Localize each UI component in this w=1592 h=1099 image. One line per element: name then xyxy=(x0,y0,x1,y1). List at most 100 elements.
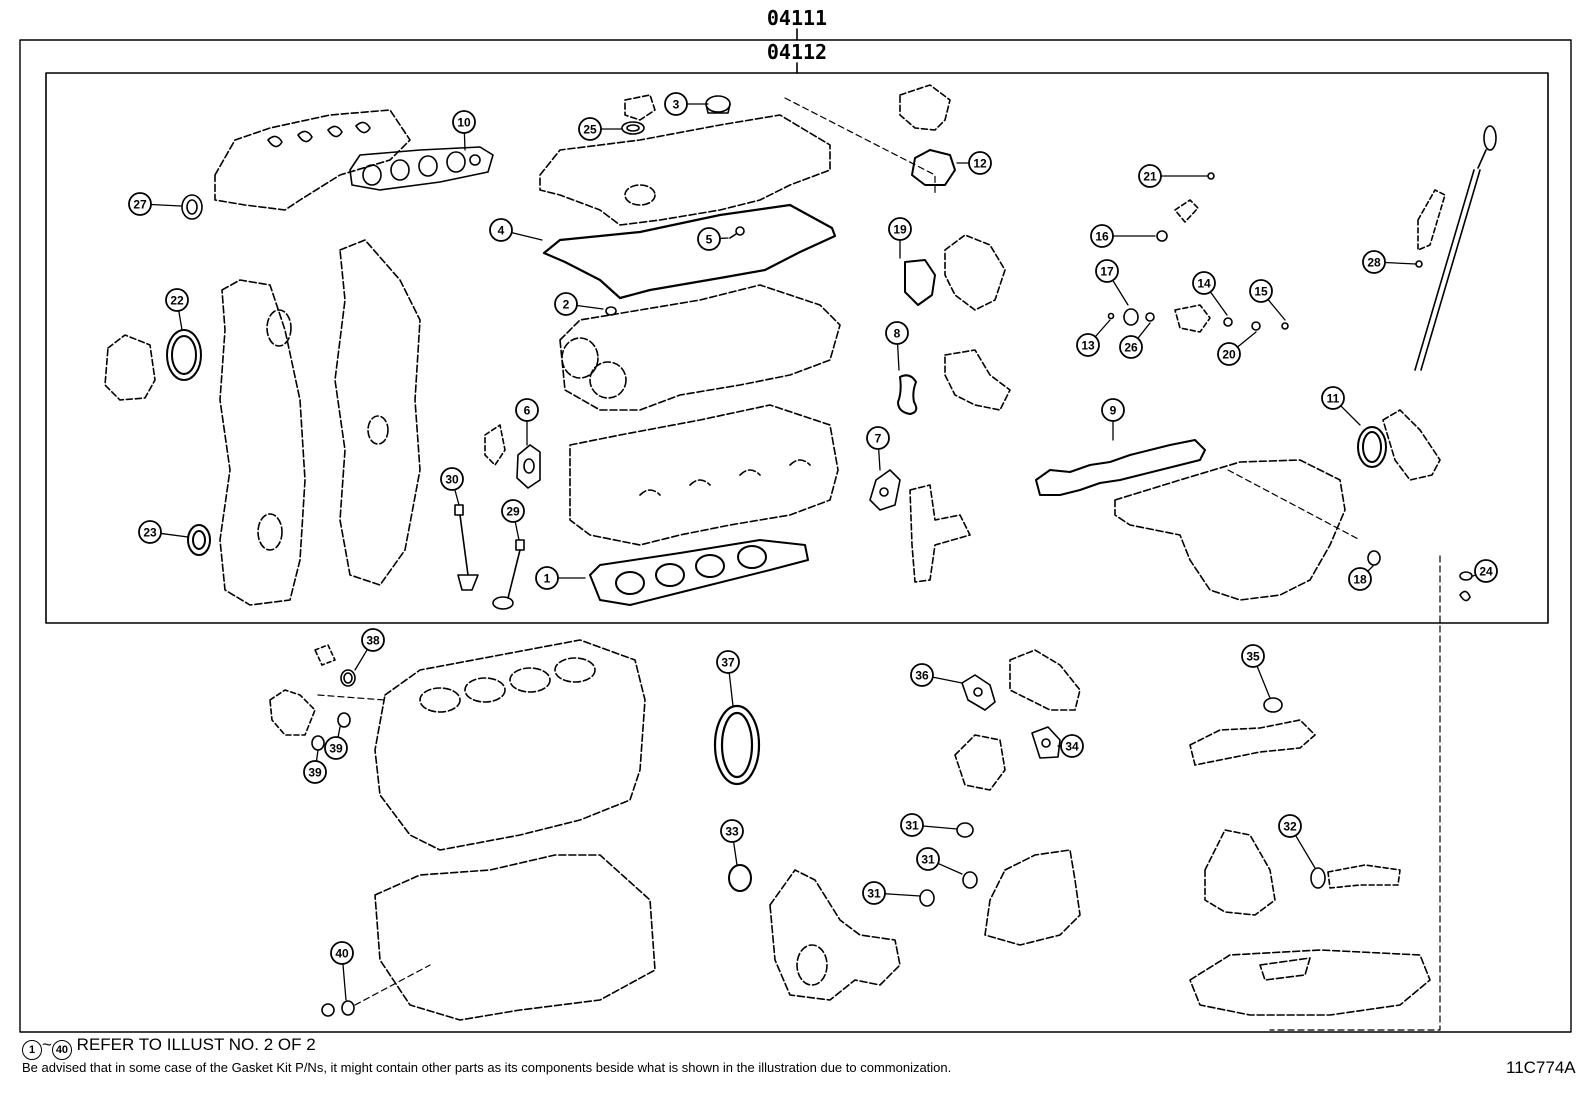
callout-bubble xyxy=(910,663,934,687)
callout-bubble xyxy=(361,628,385,652)
callout-1: 1 xyxy=(535,566,586,590)
illustration-id: 11C774A xyxy=(1506,1058,1576,1077)
callout-number: 10 xyxy=(457,116,471,130)
callout-bubble xyxy=(535,566,559,590)
callout-30: 30 xyxy=(440,467,464,506)
callout-number: 31 xyxy=(905,819,919,833)
callout-number: 30 xyxy=(445,473,459,487)
callout-bubble xyxy=(138,520,162,544)
callout-2: 2 xyxy=(554,292,604,316)
callout-32: 32 xyxy=(1278,814,1316,869)
callout-leader xyxy=(160,532,189,538)
callout-leader xyxy=(878,448,881,471)
callout-bubble xyxy=(1217,342,1241,366)
callout-bubble xyxy=(330,941,354,965)
callout-leader xyxy=(1209,291,1228,316)
callout-36: 36 xyxy=(910,663,963,687)
callout-4: 4 xyxy=(489,218,543,242)
callout-leader xyxy=(1236,331,1257,348)
callout-number: 13 xyxy=(1081,339,1095,353)
callout-bubble xyxy=(128,192,152,216)
callout-12: 12 xyxy=(956,151,992,175)
callout-number: 36 xyxy=(915,669,929,683)
water-outlet-part xyxy=(944,234,1006,311)
callout-number: 39 xyxy=(308,766,322,780)
callout-number: 40 xyxy=(335,947,349,961)
clip-24-part xyxy=(1459,571,1473,602)
throttle-elbow-part xyxy=(1382,409,1441,481)
callout-number: 38 xyxy=(366,634,380,648)
callout-number: 14 xyxy=(1197,277,1211,291)
callout-number: 21 xyxy=(1143,170,1157,184)
callout-number: 26 xyxy=(1124,341,1138,355)
callout-leader xyxy=(1340,405,1361,426)
callout-bubble xyxy=(968,151,992,175)
timing-cover-part xyxy=(219,279,306,606)
callout-27: 27 xyxy=(128,192,182,216)
callout-number: 24 xyxy=(1479,565,1493,579)
callout-bubble xyxy=(1076,333,1100,357)
small-seal-21-part xyxy=(1207,172,1215,180)
valve-30-part xyxy=(454,504,479,591)
seal-5-part xyxy=(729,226,745,239)
gasket-31a-part xyxy=(956,822,974,838)
callout-number: 29 xyxy=(506,505,520,519)
oil-pressure-switch-part xyxy=(269,689,316,736)
oil-control-valve-part xyxy=(1174,304,1211,333)
callout-bubble xyxy=(716,650,740,674)
gasket-39-lower-part xyxy=(311,735,325,751)
callout-16: 16 xyxy=(1090,224,1156,248)
callout-28: 28 xyxy=(1362,250,1417,274)
callout-number: 4 xyxy=(498,224,505,238)
callout-24: 24 xyxy=(1472,559,1498,583)
callout-leader xyxy=(1137,322,1151,340)
callout-bubble xyxy=(1192,271,1216,295)
callout-number: 39 xyxy=(329,742,343,756)
oring-28-part xyxy=(1415,260,1423,268)
callout-number: 28 xyxy=(1367,256,1381,270)
gauge-guide-part xyxy=(1417,189,1446,251)
oil-filler-cap-part xyxy=(624,94,656,121)
callout-leader xyxy=(1112,279,1129,306)
gasket-38-part xyxy=(340,669,356,687)
callout-bubble xyxy=(1090,224,1114,248)
callout-number: 12 xyxy=(973,157,987,171)
callout-number: 33 xyxy=(725,825,739,839)
callout-leader xyxy=(514,521,520,541)
callout-bubble xyxy=(489,218,513,242)
range-text: REFER TO ILLUST NO. 2 OF 2 xyxy=(76,1035,316,1054)
callout-22: 22 xyxy=(165,288,189,331)
timing-chain-case-part xyxy=(769,869,901,1001)
callout-bubble xyxy=(440,467,464,491)
callout-leader xyxy=(1094,319,1111,338)
callout-38: 38 xyxy=(354,628,385,671)
callout-20: 20 xyxy=(1217,331,1257,366)
gasket-6-left-piece xyxy=(484,424,506,466)
callout-number: 32 xyxy=(1283,820,1297,834)
callout-number: 31 xyxy=(867,887,881,901)
dashed-leaders-inner xyxy=(784,97,1441,1031)
callout-number: 1 xyxy=(544,572,551,586)
callout-leader xyxy=(1256,665,1271,699)
callout-bubble xyxy=(578,117,602,141)
callout-bubble xyxy=(1060,734,1084,758)
throttle-body-part xyxy=(899,84,951,131)
cylinder-head-cover-part xyxy=(539,114,831,226)
callout-bubble xyxy=(1138,164,1162,188)
assembly-code-inner: 04112 xyxy=(767,40,827,64)
callout-leader xyxy=(728,672,734,707)
callout-3: 3 xyxy=(664,92,709,116)
washer-15-part xyxy=(1281,322,1289,330)
oil-seal-27-part xyxy=(181,194,203,220)
callout-leader xyxy=(932,676,963,684)
egr-valve-part xyxy=(954,734,1006,791)
callout-10: 10 xyxy=(452,110,476,151)
callout-layer: 1234567891011121314151617181920212223242… xyxy=(128,92,1498,1001)
callout-bubble xyxy=(1095,259,1119,283)
callout-33: 33 xyxy=(720,819,744,866)
callout-number: 35 xyxy=(1246,650,1260,664)
water-bypass-part xyxy=(909,484,971,583)
callout-number: 5 xyxy=(706,233,713,247)
exhaust-manifold-holes xyxy=(267,121,371,148)
